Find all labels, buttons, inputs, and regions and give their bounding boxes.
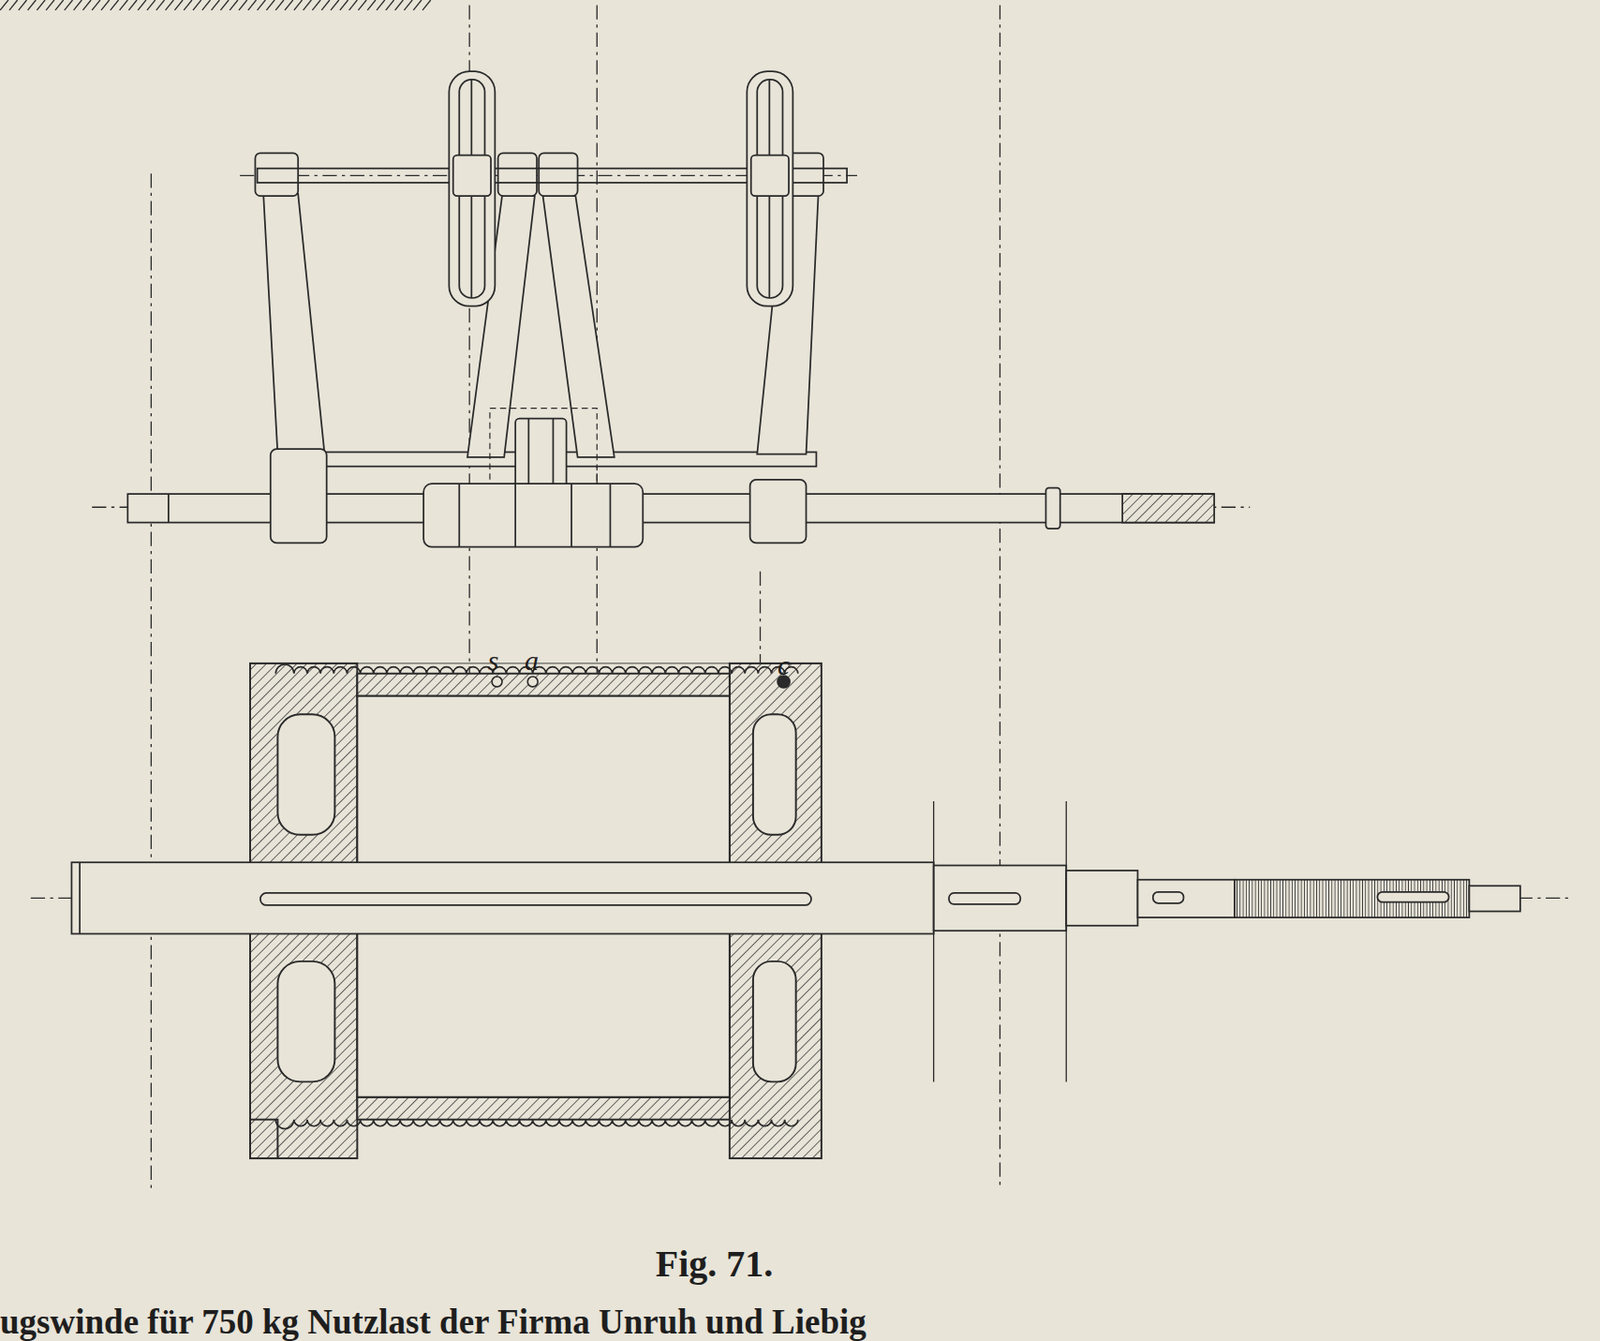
caption-fragment: ugswinde für 750 kg Nutzlast der Firma U… xyxy=(0,1303,867,1341)
rope-grooves xyxy=(250,663,822,1129)
page-edge-hatch xyxy=(0,0,431,11)
center-lines xyxy=(30,4,1571,1188)
part-letter: s xyxy=(488,644,500,676)
part-letter: c xyxy=(777,649,790,681)
figure-caption: Fig. 71. xyxy=(655,1243,774,1285)
drum-shaft xyxy=(71,800,1520,1082)
rope-markers xyxy=(491,675,790,688)
part-letter: a xyxy=(524,644,539,676)
bottom-grooves xyxy=(275,1119,799,1129)
lever-assembly xyxy=(127,71,1215,547)
